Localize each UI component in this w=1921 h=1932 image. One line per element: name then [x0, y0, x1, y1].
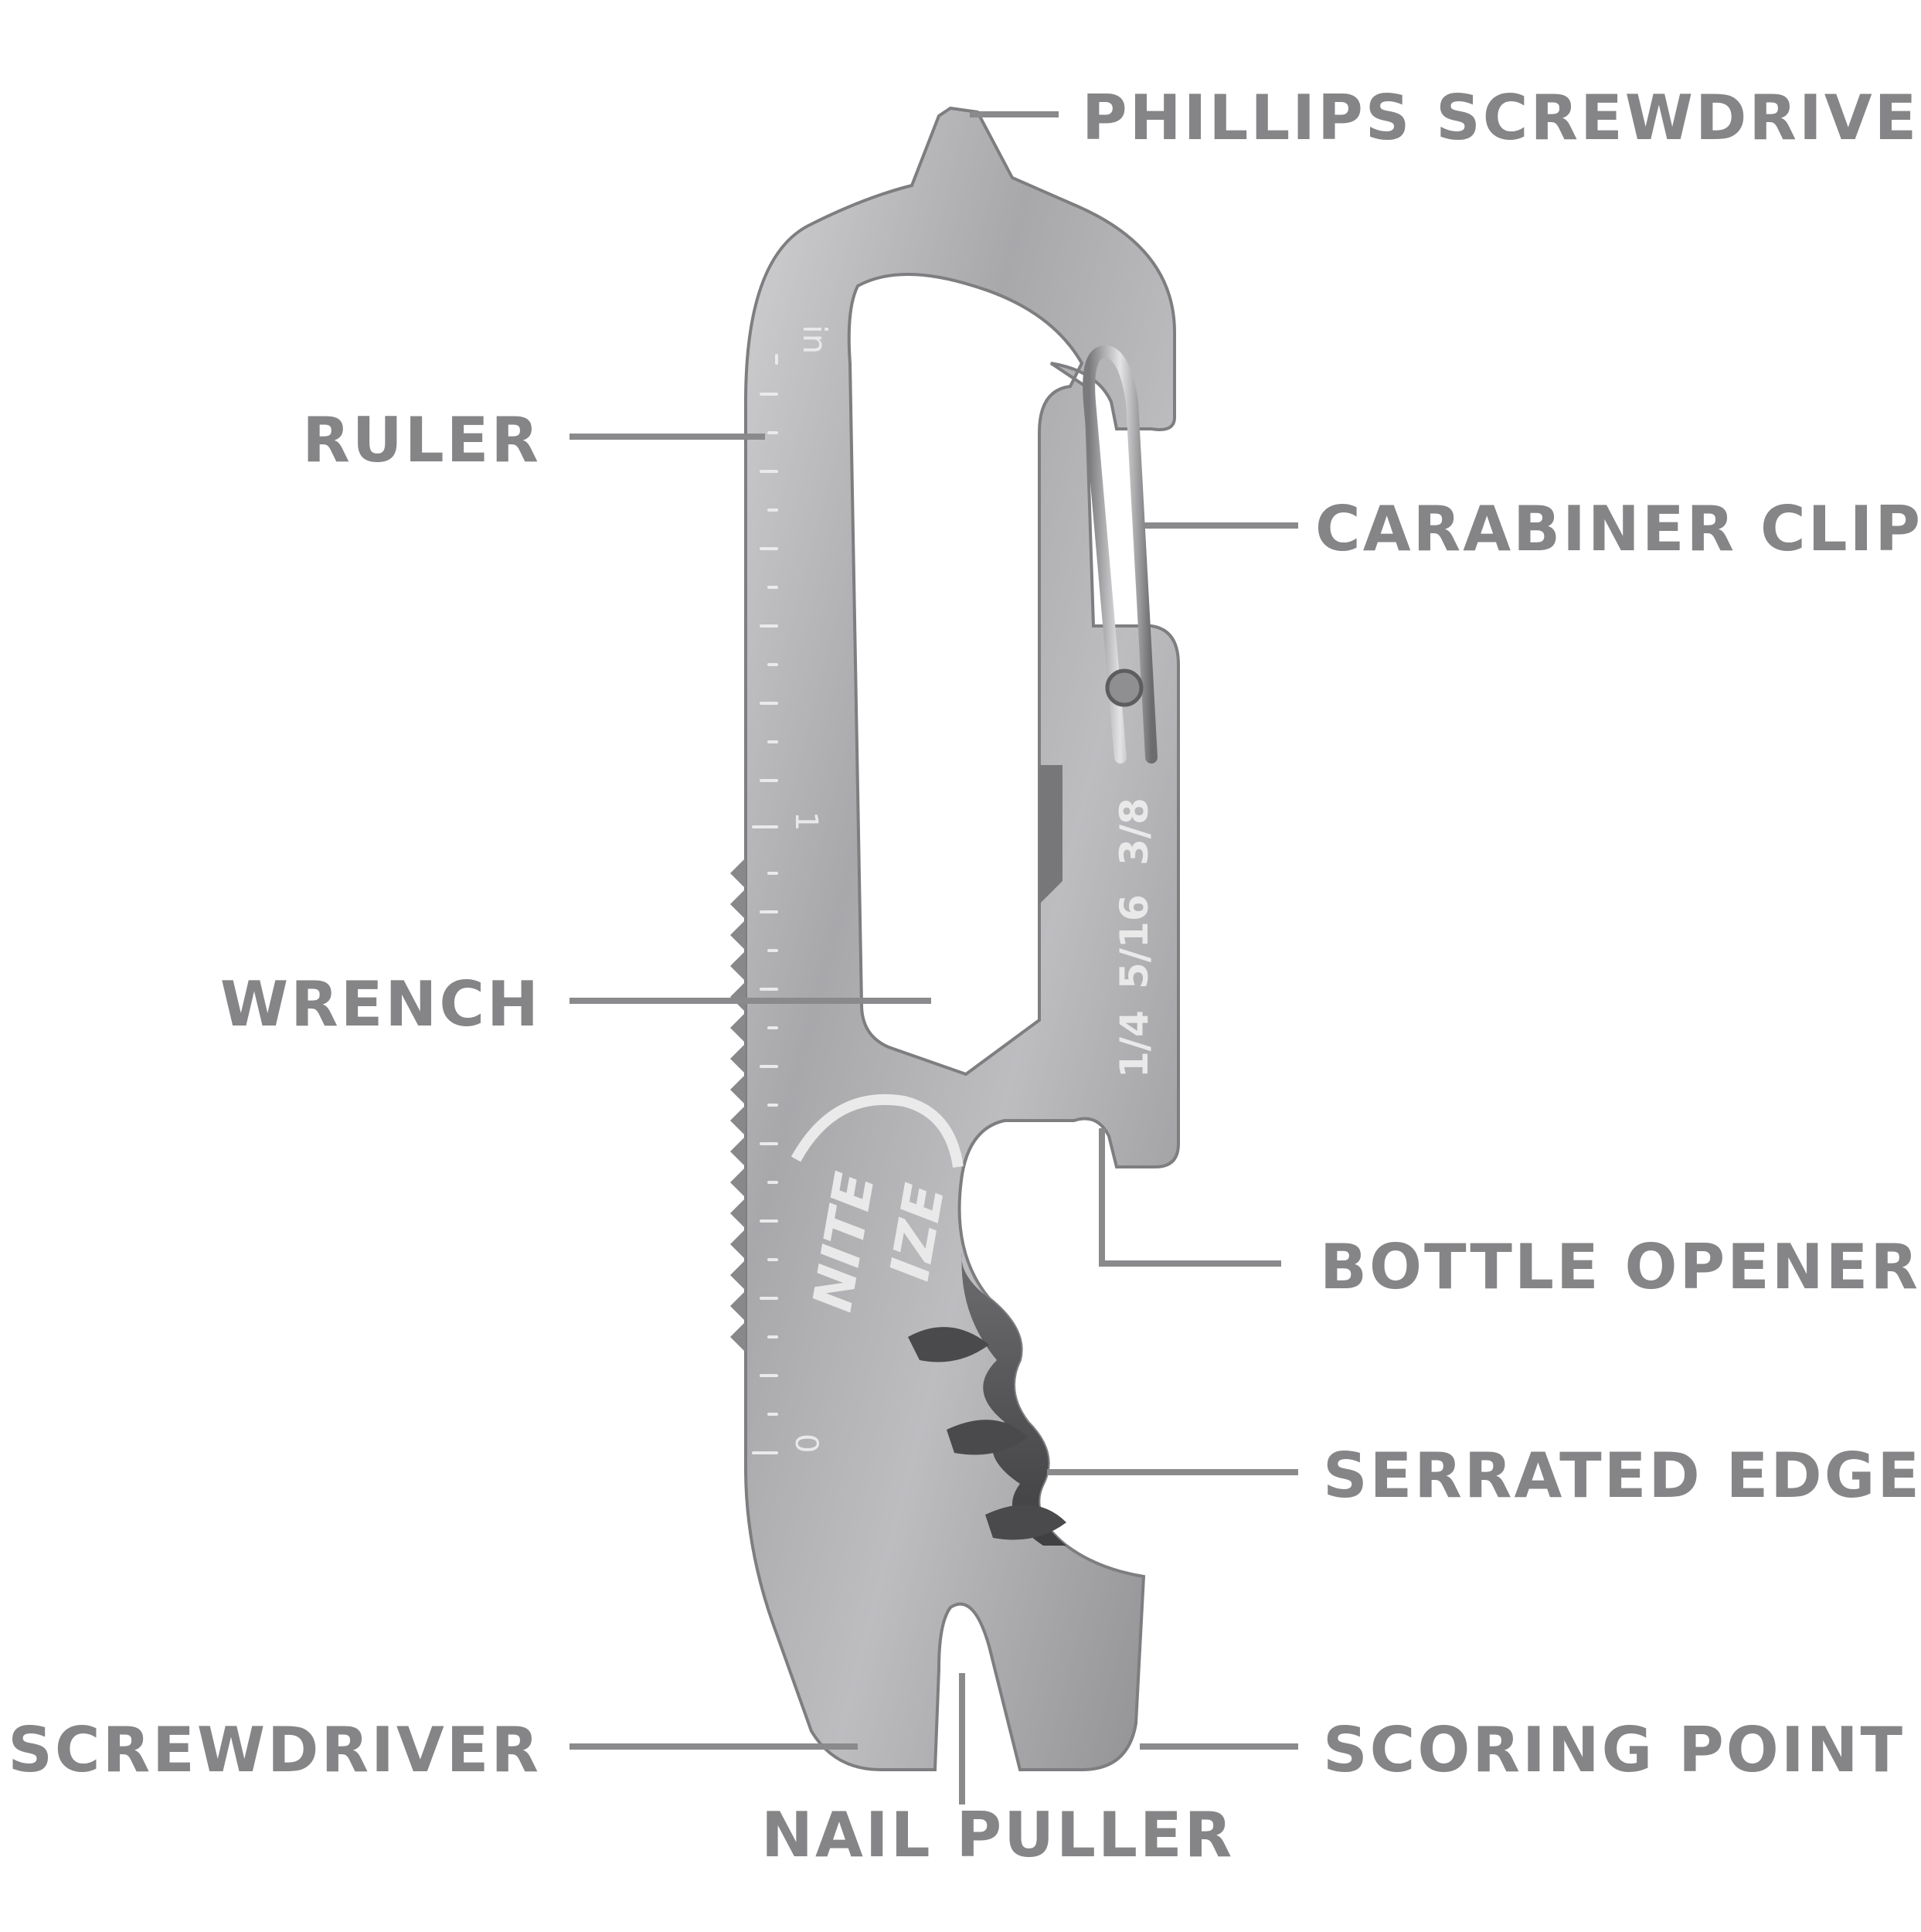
wrench-notch	[1039, 765, 1062, 904]
wrench-size-1-4: 1/4	[1112, 1010, 1157, 1078]
ruler-mark-one: 1	[788, 811, 824, 831]
wrench-size-marks: 3/8 5/16 1/4	[1112, 798, 1157, 1078]
label-scoring-point: SCORING POINT	[1323, 1714, 1906, 1786]
serrated-tooth	[908, 1327, 989, 1362]
label-ruler: RULER	[302, 404, 541, 476]
label-carabiner-clip: CARABINER CLIP	[1315, 493, 1921, 565]
serrated-edge-bevel	[961, 1252, 1066, 1546]
label-phillips-screwdriver: PHILLIPS SCREWDRIVER	[1082, 82, 1921, 154]
label-nail-puller: NAIL PULLER	[761, 1799, 1235, 1871]
left-serration	[730, 858, 746, 1352]
carabiner-wire	[1083, 345, 1158, 764]
label-wrench: WRENCH	[219, 968, 541, 1040]
leader-bottle-opener	[1099, 1128, 1281, 1267]
label-bottle-opener: BOTTLE OPENER	[1320, 1231, 1920, 1303]
serrated-tooth	[985, 1505, 1066, 1540]
serrated-tooth	[947, 1420, 1028, 1455]
label-screwdriver: SCREWDRIVER	[8, 1714, 541, 1786]
wire-pivot	[1105, 668, 1144, 707]
ruler-unit-label: in	[796, 325, 834, 354]
wrench-size-3-8: 3/8	[1112, 798, 1157, 866]
label-serrated-edge: SERRATED EDGE	[1323, 1440, 1921, 1512]
ruler-ticks	[752, 354, 778, 1454]
ruler-mark-zero: 0	[788, 1434, 824, 1453]
wrench-size-5-16: 5/16	[1112, 894, 1157, 989]
leader-lines	[570, 111, 1298, 1804]
logo-arc	[790, 1094, 964, 1168]
